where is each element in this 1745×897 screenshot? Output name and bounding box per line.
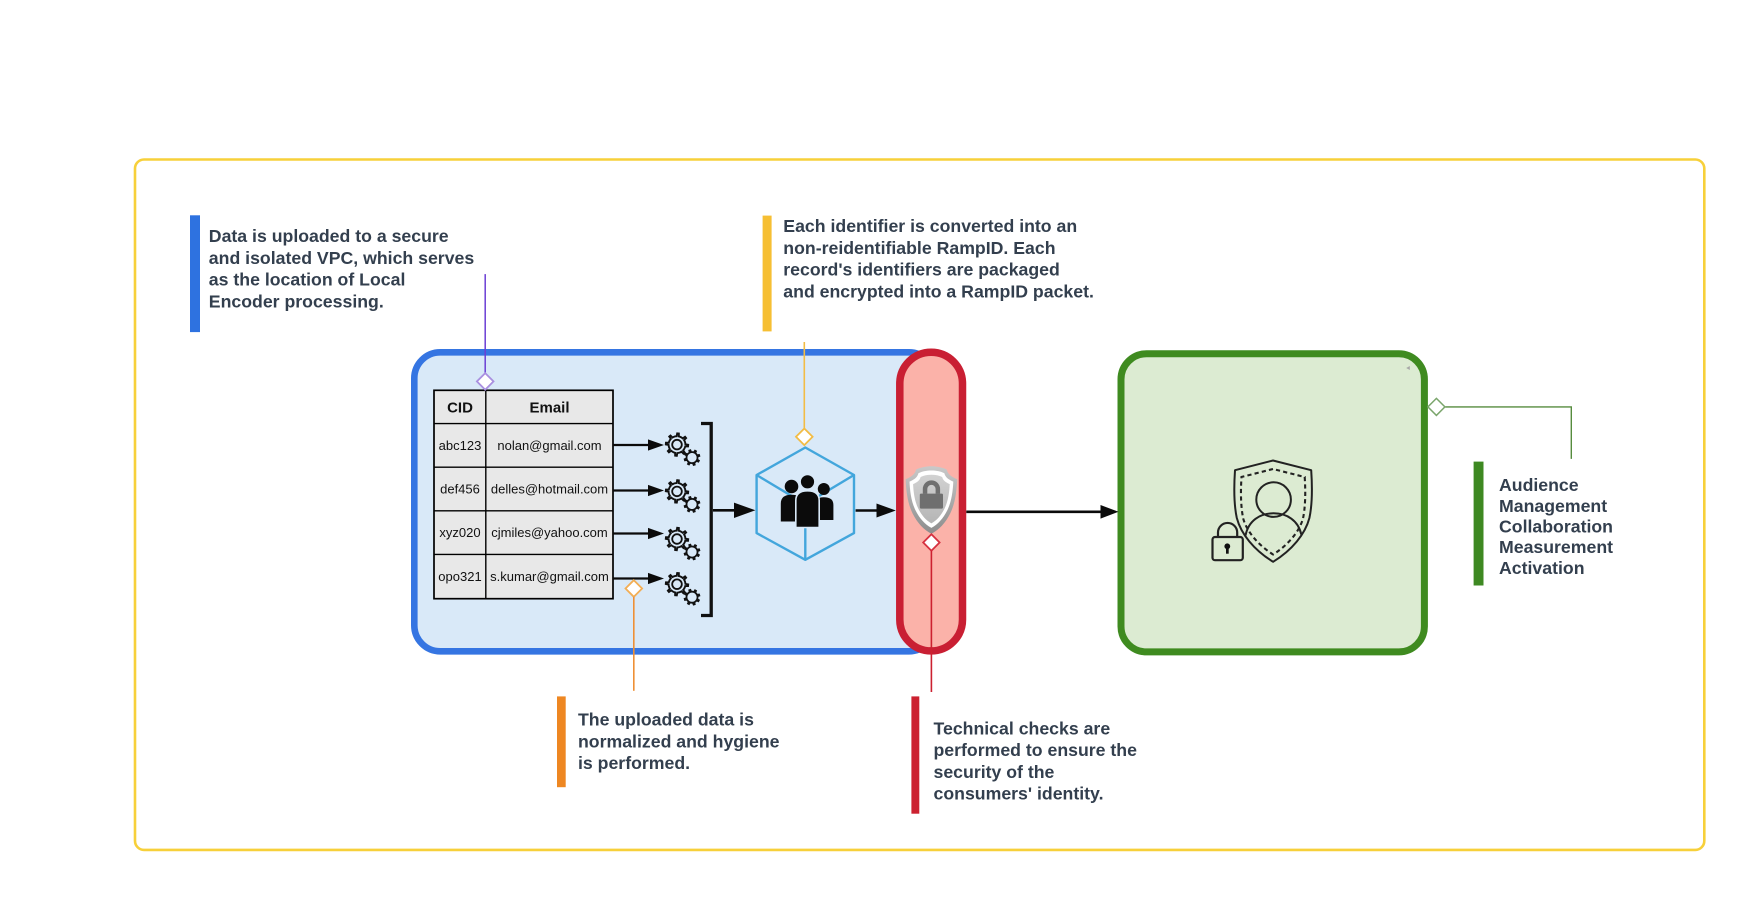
svg-text:nolan@gmail.com: nolan@gmail.com	[497, 438, 601, 453]
svg-text:Encoder processing.: Encoder processing.	[209, 291, 384, 311]
svg-text:s.kumar@gmail.com: s.kumar@gmail.com	[490, 569, 609, 584]
svg-text:security of the: security of the	[934, 762, 1055, 782]
svg-text:def456: def456	[440, 482, 480, 497]
svg-text:Audience: Audience	[1499, 475, 1579, 495]
svg-text:Data is uploaded to a secure: Data is uploaded to a secure	[209, 226, 449, 246]
svg-text:opo321: opo321	[438, 569, 481, 584]
svg-text:record's identifiers are packa: record's identifiers are packaged	[783, 260, 1060, 280]
svg-text:as the location of Local: as the location of Local	[209, 270, 406, 290]
svg-text:non-reidentifiable RampID. Eac: non-reidentifiable RampID. Each	[783, 238, 1055, 258]
svg-text:CID: CID	[447, 399, 473, 416]
svg-text:Management: Management	[1499, 496, 1607, 516]
svg-text:Collaboration: Collaboration	[1499, 517, 1613, 537]
svg-text:consumers' identity.: consumers' identity.	[934, 784, 1104, 804]
svg-text:Technical checks are: Technical checks are	[934, 718, 1111, 738]
svg-text:The uploaded data is: The uploaded data is	[578, 710, 754, 730]
svg-text:cjmiles@yahoo.com: cjmiles@yahoo.com	[491, 525, 608, 540]
svg-text:normalized and hygiene: normalized and hygiene	[578, 731, 780, 751]
svg-text:Each identifier is converted i: Each identifier is converted into an	[783, 216, 1077, 236]
svg-text:performed to ensure the: performed to ensure the	[934, 740, 1138, 760]
svg-text:abc123: abc123	[439, 438, 482, 453]
svg-text:Measurement: Measurement	[1499, 537, 1613, 557]
svg-text:and encrypted into a RampID pa: and encrypted into a RampID packet.	[783, 281, 1094, 301]
svg-text:Email: Email	[529, 399, 569, 416]
svg-text:Activation: Activation	[1499, 558, 1585, 578]
svg-text:xyz020: xyz020	[439, 525, 480, 540]
svg-text:and isolated VPC, which serves: and isolated VPC, which serves	[209, 248, 475, 268]
svg-text:delles@hotmail.com: delles@hotmail.com	[491, 482, 608, 497]
svg-text:is performed.: is performed.	[578, 753, 690, 773]
